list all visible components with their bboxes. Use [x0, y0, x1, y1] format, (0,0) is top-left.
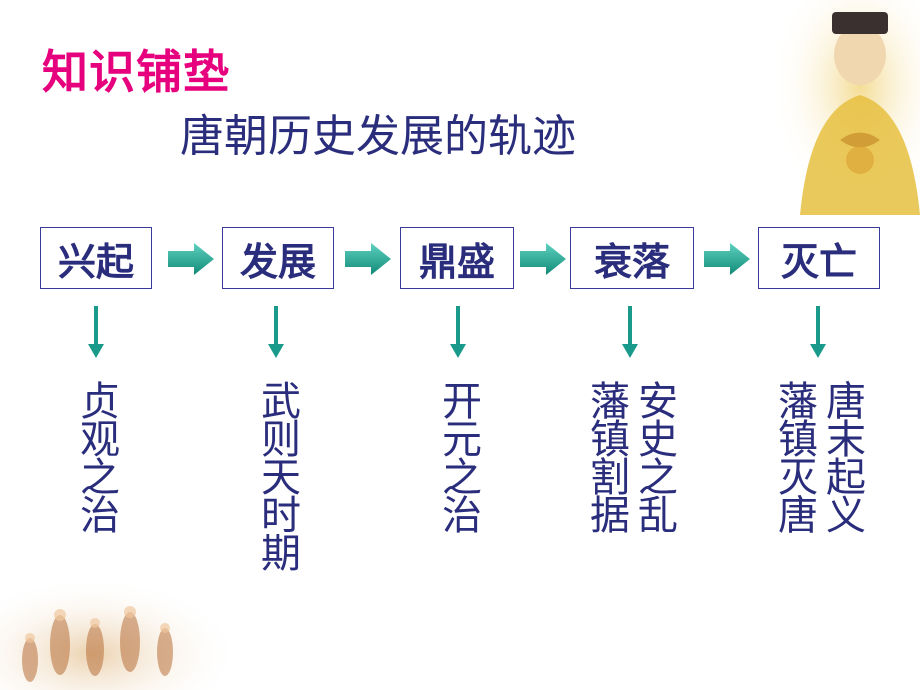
stage-fall: 灭亡 — [758, 227, 880, 289]
stage-development: 发展 — [222, 227, 334, 289]
page-subtitle: 唐朝历史发展的轨迹 — [180, 111, 576, 162]
emperor-portrait-icon — [770, 0, 920, 215]
event-anshi-rebellion: 安史之乱 — [631, 380, 677, 532]
event-wuzetian: 武则天时期 — [254, 380, 300, 570]
stage-peak: 鼎盛 — [400, 227, 514, 289]
stage-decline: 衰落 — [570, 227, 694, 289]
right-arrow-icon — [168, 243, 214, 275]
right-arrow-icon — [520, 243, 566, 275]
event-fanzhen-geju: 藩镇割据 — [583, 380, 629, 532]
crowd-scene-icon — [0, 570, 230, 690]
event-fanzhen-mietang: 藩镇灭唐 — [771, 380, 817, 532]
event-kaiyuan: 开元之治 — [435, 380, 481, 532]
event-tangmo-uprising: 唐末起义 — [819, 380, 865, 532]
stage-rise: 兴起 — [40, 227, 152, 289]
event-zhenguan: 贞观之治 — [73, 380, 119, 532]
down-arrow-icon — [268, 306, 284, 358]
down-arrow-icon — [810, 306, 826, 358]
down-arrow-icon — [450, 306, 466, 358]
right-arrow-icon — [345, 243, 391, 275]
down-arrow-icon — [88, 306, 104, 358]
right-arrow-icon — [704, 243, 750, 275]
down-arrow-icon — [622, 306, 638, 358]
page-title: 知识铺垫 — [42, 45, 230, 99]
